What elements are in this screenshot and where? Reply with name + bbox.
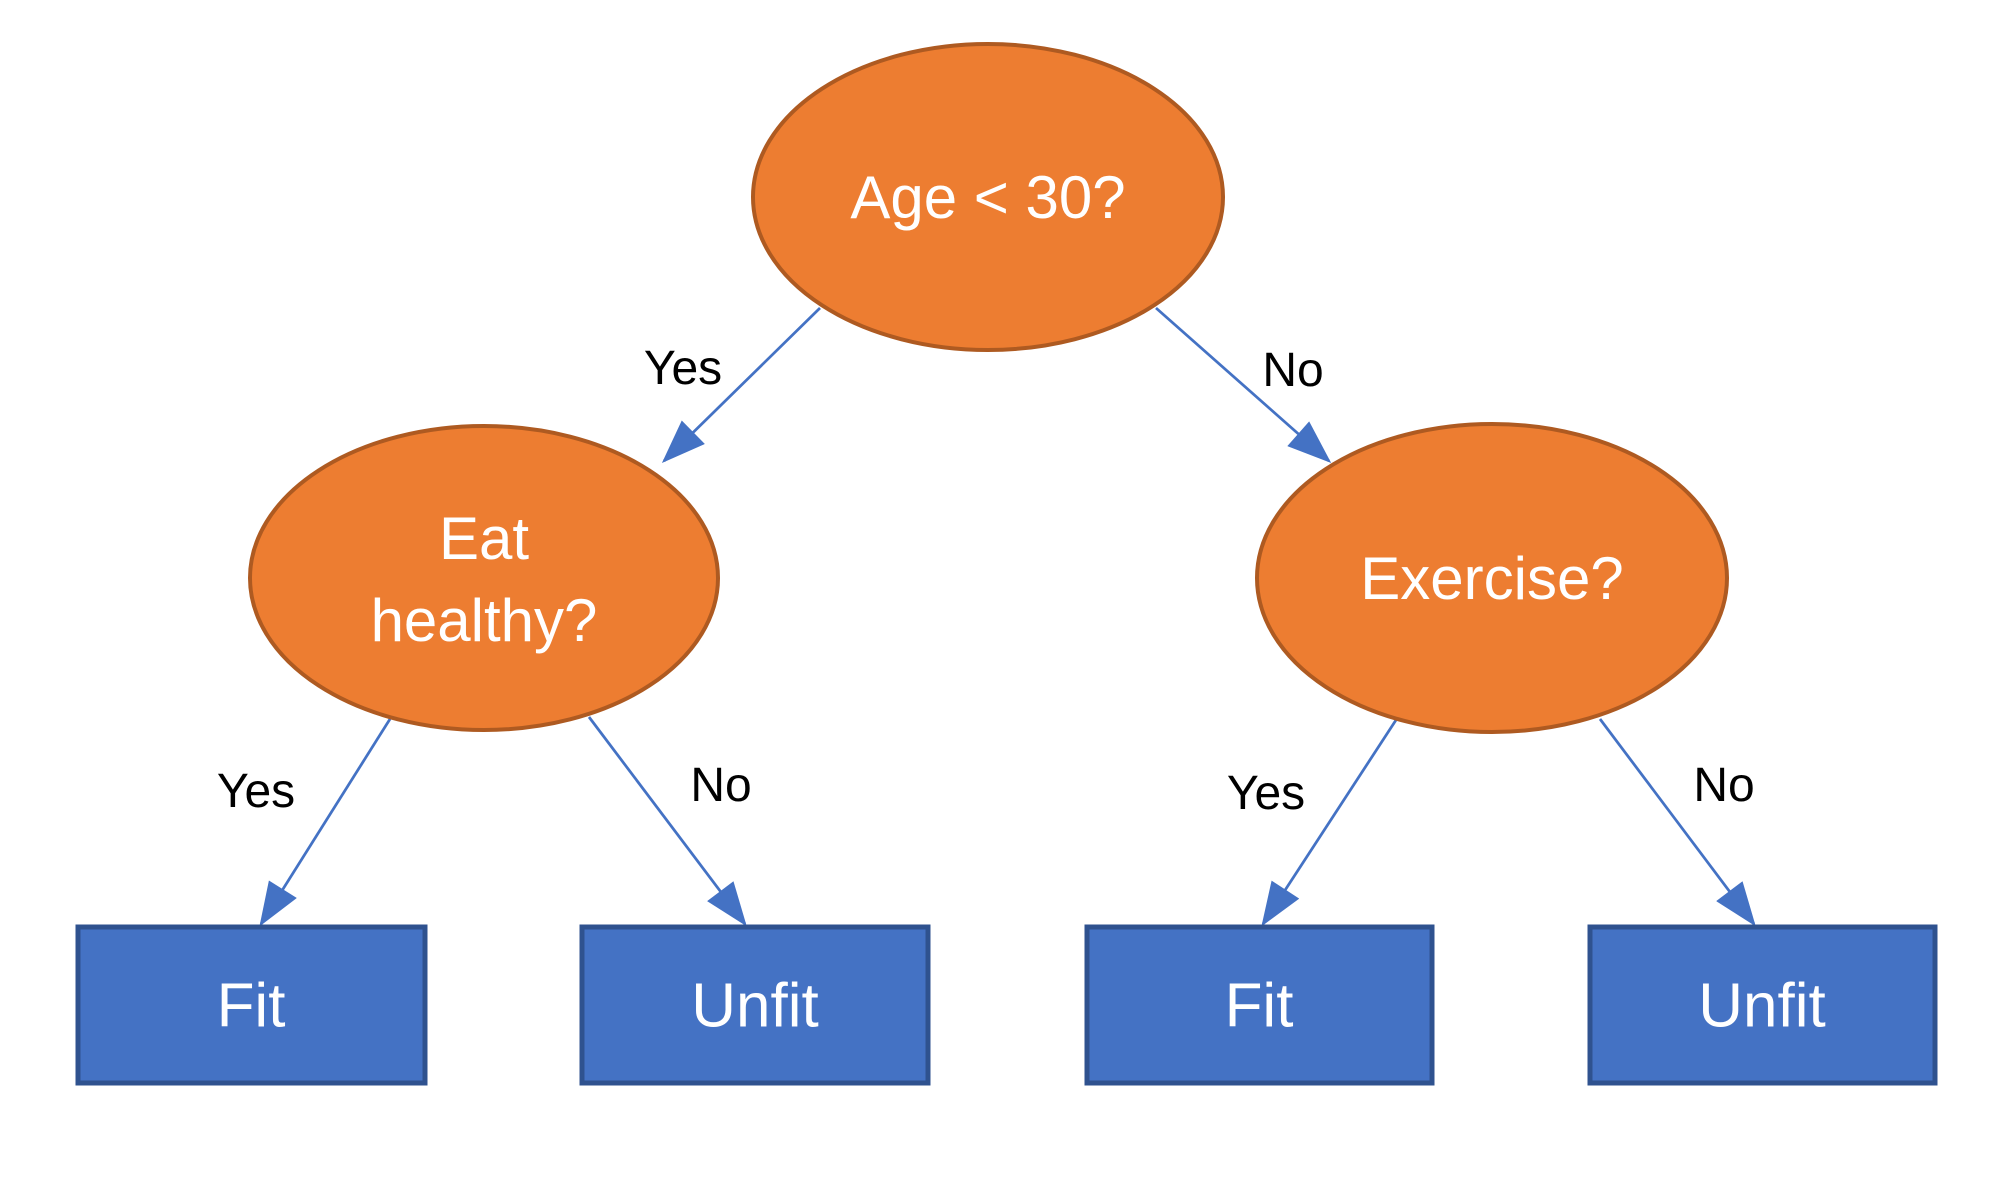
leaf-box-unfit-right	[1587, 924, 1938, 1086]
leaf-box-unfit-left	[579, 924, 931, 1086]
node-ellipse-exercise	[1255, 422, 1729, 734]
leaf-label-unfit-left: Unfit	[691, 972, 818, 1041]
edge-eat-healthy-to-unfit	[587, 716, 747, 927]
edge-label-exercise-yes: Yes	[1227, 767, 1305, 820]
edge-label-eat-healthy-yes: Yes	[217, 765, 295, 818]
node-label-eat-healthy-line1: Eat	[439, 505, 529, 572]
node-label-age: Age < 30?	[850, 164, 1125, 231]
edge-age-to-exercise	[1155, 306, 1332, 463]
leaf-label-unfit-right: Unfit	[1698, 972, 1825, 1041]
leaf-box-fit-left	[75, 924, 428, 1086]
leaf-label-fit-left: Fit	[217, 972, 286, 1041]
leaf-label-fit-right: Fit	[1225, 972, 1294, 1041]
node-ellipse-eat-healthy	[248, 424, 720, 732]
edge-eat-healthy-to-fit	[259, 718, 392, 927]
edge-age-to-eat-healthy	[661, 307, 821, 464]
edge-label-age-no: No	[1262, 344, 1323, 397]
edge-label-eat-healthy-no: No	[690, 759, 751, 812]
node-ellipse-age	[751, 42, 1225, 352]
leaf-box-fit-right	[1084, 924, 1435, 1086]
edge-exercise-to-unfit	[1598, 718, 1756, 927]
edge-exercise-to-fit	[1261, 719, 1398, 927]
node-label-exercise: Exercise?	[1360, 545, 1623, 612]
edge-label-exercise-no: No	[1693, 759, 1754, 812]
node-label-eat-healthy-line2: healthy?	[371, 587, 598, 654]
edge-label-age-yes: Yes	[644, 342, 722, 395]
